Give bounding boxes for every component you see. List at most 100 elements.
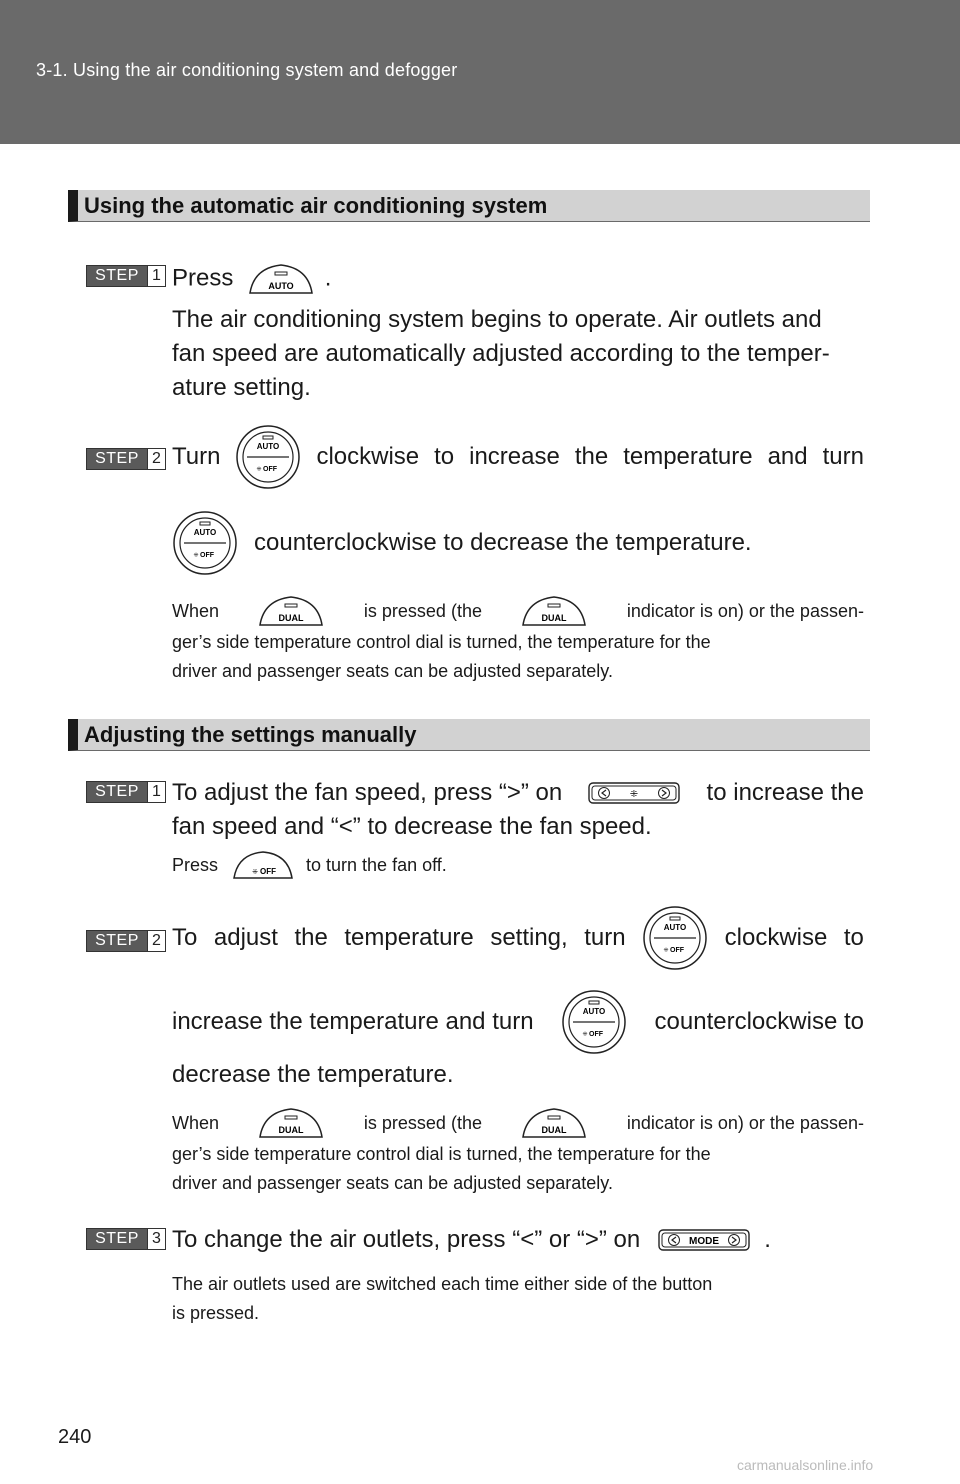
note-line: is pressed. xyxy=(172,1303,260,1323)
instruction-text: counterclockwise to decrease the tempera… xyxy=(254,529,752,556)
instruction-line: To adjust the fan speed, press “>” on ⁜ … xyxy=(172,779,864,807)
dual-button-icon: DUAL xyxy=(521,1107,587,1139)
instruction-text: increase the temperature and turn xyxy=(172,1008,534,1035)
note-line: ger’s side temperature control dial is t… xyxy=(172,632,711,652)
auto-icon-label: AUTO xyxy=(268,281,293,291)
instruction-text: adjust xyxy=(213,924,278,951)
note-text: to turn the fan off. xyxy=(306,854,447,875)
note-block: When DUAL is pressed (the DUAL indicator… xyxy=(172,595,864,686)
instruction-text: to xyxy=(843,924,864,951)
note-line: driver and passenger seats can be adjust… xyxy=(172,661,613,681)
svg-text:⁜: ⁜ xyxy=(193,552,198,559)
instruction-text: counterclockwise to xyxy=(654,1008,864,1035)
instruction-text: Press xyxy=(172,264,234,292)
off-icon-label: OFF xyxy=(260,867,276,876)
instruction-line: To adjust the temperature setting, turn … xyxy=(172,903,864,973)
note-text: is pressed (the xyxy=(363,1112,482,1133)
step-badge: STEP 2 xyxy=(86,448,166,470)
temperature-dial-icon: AUTO OFF ⁜ xyxy=(235,424,301,490)
svg-text:⁜: ⁜ xyxy=(257,466,262,473)
mode-button-icon: MODE xyxy=(658,1229,750,1251)
mode-icon-label: MODE xyxy=(689,1236,719,1247)
note-text: indicator is on) or the passen- xyxy=(626,600,864,621)
instruction-line: fan speed and “<” to decrease the fan sp… xyxy=(172,813,652,840)
note-line: ger’s side temperature control dial is t… xyxy=(172,1144,711,1164)
instruction-line: AUTO OFF ⁜ counterclockwise to decrease … xyxy=(172,508,752,578)
note-text: is pressed (the xyxy=(363,600,482,621)
instruction-text: clockwise xyxy=(316,443,420,470)
step-badge: STEP 1 xyxy=(86,781,166,803)
note-line: Press OFF ⁜ to turn the fan off. xyxy=(172,850,864,880)
note-text: Press xyxy=(172,854,219,875)
step-badge: STEP 1 xyxy=(86,265,166,287)
note-line: When DUAL is pressed (the DUAL indicator… xyxy=(172,1107,864,1139)
instruction-line: fan speed are automatically adjusted acc… xyxy=(172,340,830,367)
auto-button-icon: AUTO xyxy=(248,262,314,296)
note-block: When DUAL is pressed (the DUAL indicator… xyxy=(172,1107,864,1198)
step-number: 3 xyxy=(147,1229,165,1249)
chapter-title: 3-1. Using the air conditioning system a… xyxy=(36,60,458,80)
dual-icon-label: DUAL xyxy=(542,1125,567,1135)
off-icon-label: OFF xyxy=(263,466,278,473)
instruction-line: increase the temperature and turn AUTO O… xyxy=(172,987,864,1057)
step-number: 1 xyxy=(147,782,165,802)
instruction-text: to increase the xyxy=(706,779,864,806)
temperature-dial-icon: AUTO OFF ⁜ xyxy=(561,989,627,1055)
svg-text:⁜: ⁜ xyxy=(583,1031,588,1038)
section-heading-automatic: Using the automatic air conditioning sys… xyxy=(68,190,870,222)
auto-icon-label: AUTO xyxy=(194,528,217,537)
instruction-text: To adjust the fan speed, press “>” on xyxy=(172,779,563,806)
off-icon-label: OFF xyxy=(200,552,215,559)
instruction-text: . xyxy=(764,1226,771,1253)
step-label: STEP xyxy=(87,449,147,469)
svg-text:⁜: ⁜ xyxy=(252,868,258,876)
instruction-line: Turn AUTO OFF ⁜ clockwise to increase th… xyxy=(172,422,864,492)
instruction-text: turn xyxy=(584,924,626,951)
dual-button-icon: DUAL xyxy=(521,595,587,627)
note-block: The air outlets used are switched each t… xyxy=(172,1270,864,1328)
note-text: When xyxy=(172,1112,220,1133)
off-icon-label: OFF xyxy=(670,947,685,954)
svg-text:⁜: ⁜ xyxy=(664,947,669,954)
instruction-line: To change the air outlets, press “<” or … xyxy=(172,1226,771,1254)
dual-icon-label: DUAL xyxy=(542,613,567,623)
step-badge: STEP 3 xyxy=(86,1228,166,1250)
instruction-text: temperature xyxy=(344,924,474,951)
note-text: indicator is on) or the passen- xyxy=(626,1112,864,1133)
step-label: STEP xyxy=(87,1229,147,1249)
step-label: STEP xyxy=(87,266,147,286)
instruction-text: Turn xyxy=(172,443,221,470)
instruction-text: the xyxy=(294,924,328,951)
instruction-text: the xyxy=(574,443,609,470)
dual-icon-label: DUAL xyxy=(279,613,304,623)
instruction-text: clockwise xyxy=(724,924,828,951)
instruction-line: ature setting. xyxy=(172,374,311,401)
fan-off-button-icon: OFF ⁜ xyxy=(232,850,294,880)
step-number: 2 xyxy=(147,931,165,951)
instruction-line: Press AUTO . xyxy=(172,262,331,296)
instruction-text: . xyxy=(324,264,332,292)
note-line: The air outlets used are switched each t… xyxy=(172,1274,713,1294)
instruction-text: to xyxy=(434,443,455,470)
page-number: 240 xyxy=(58,1426,92,1448)
auto-icon-label: AUTO xyxy=(583,1007,606,1016)
auto-icon-label: AUTO xyxy=(257,442,280,451)
watermark: carmanualsonline.info xyxy=(737,1457,874,1473)
note-text: When xyxy=(172,600,220,621)
off-icon-label: OFF xyxy=(589,1031,604,1038)
step-label: STEP xyxy=(87,931,147,951)
page-header: 3-1. Using the air conditioning system a… xyxy=(0,0,960,144)
instruction-line: decrease the temperature. xyxy=(172,1061,454,1088)
temperature-dial-icon: AUTO OFF ⁜ xyxy=(642,905,708,971)
svg-text:⁜: ⁜ xyxy=(630,789,638,800)
instruction-text: temperature xyxy=(623,443,753,470)
instruction-text: setting, xyxy=(490,924,568,951)
instruction-text: To change the air outlets, press “<” or … xyxy=(172,1226,641,1253)
step-label: STEP xyxy=(87,782,147,802)
dual-button-icon: DUAL xyxy=(258,1107,324,1139)
note-line: driver and passenger seats can be adjust… xyxy=(172,1173,613,1193)
instruction-text: and xyxy=(767,443,808,470)
temperature-dial-icon: AUTO OFF ⁜ xyxy=(172,510,238,576)
dual-button-icon: DUAL xyxy=(258,595,324,627)
instruction-text: To xyxy=(172,924,198,951)
